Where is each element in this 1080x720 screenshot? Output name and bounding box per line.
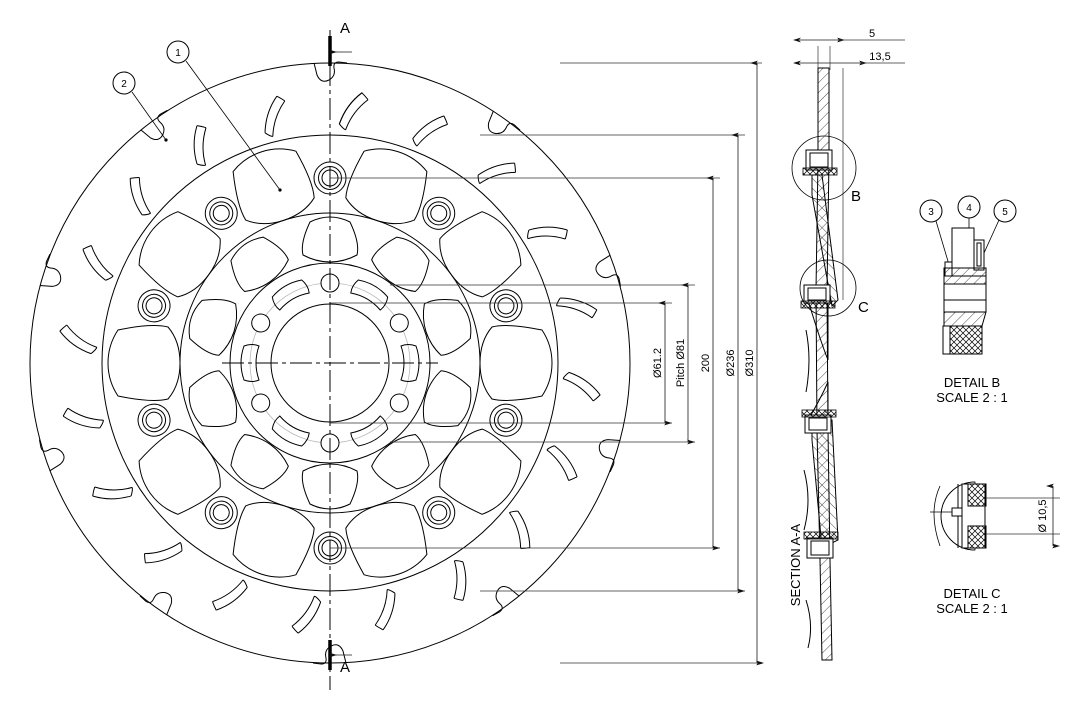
detail-b-geometry bbox=[942, 227, 987, 355]
dimension-bore: Ø61.2 bbox=[652, 300, 673, 426]
dimension-236: Ø236 bbox=[725, 132, 746, 594]
dimension-button-dia-text: Ø 10,5 bbox=[1037, 499, 1049, 532]
dimension-thickness-text: 5 bbox=[869, 28, 875, 40]
detail-c-geometry bbox=[930, 481, 987, 551]
dimension-overall-text: 13,5 bbox=[869, 51, 890, 63]
balloon-5-label: 5 bbox=[1002, 207, 1008, 218]
balloon-5: 5 bbox=[978, 199, 1017, 265]
section-label-top: A bbox=[340, 20, 350, 37]
section-thickness-dims: 5 13,5 bbox=[792, 28, 905, 300]
balloon-2-label: 2 bbox=[121, 79, 127, 90]
balloon-1: 1 bbox=[166, 40, 282, 192]
balloon-1-label: 1 bbox=[175, 48, 181, 59]
section-arrow-top: A bbox=[328, 20, 352, 66]
detail-b-scale: SCALE 2 : 1 bbox=[936, 390, 1008, 405]
detail-c-title: DETAIL C bbox=[943, 586, 1000, 601]
balloon-4: 4 bbox=[957, 195, 981, 262]
detail-c-dimension: Ø 10,5 bbox=[986, 483, 1061, 549]
dimension-310-text: Ø310 bbox=[744, 350, 756, 377]
dimension-pitch: Pitch Ø81 bbox=[675, 282, 696, 445]
detail-circle-b: B bbox=[791, 135, 861, 205]
detail-b-view: 3 4 5 bbox=[919, 195, 1017, 405]
dimension-pitch-text: Pitch Ø81 bbox=[675, 339, 687, 387]
hub-bolt-holes bbox=[251, 273, 409, 453]
detail-c-marker-label: C bbox=[858, 299, 869, 316]
dimension-bore-text: Ø61.2 bbox=[652, 348, 664, 378]
front-view-dimensions: Ø61.2 Pitch Ø81 200 Ø236 Ø310 bbox=[330, 60, 765, 666]
section-view-title: SECTION A-A bbox=[788, 524, 803, 607]
dimension-200: 200 bbox=[700, 175, 721, 551]
section-view: 5 13,5 bbox=[788, 28, 905, 661]
rotor-windows bbox=[107, 148, 553, 578]
balloon-2: 2 bbox=[112, 71, 168, 142]
dimension-200-text: 200 bbox=[700, 354, 712, 372]
detail-c-view: Ø 10,5 DETAIL C SCALE 2 : 1 bbox=[930, 481, 1061, 616]
section-arrow-bottom: A bbox=[328, 640, 352, 676]
detail-c-scale: SCALE 2 : 1 bbox=[936, 601, 1008, 616]
balloon-3-label: 3 bbox=[928, 207, 934, 218]
detail-b-marker-label: B bbox=[851, 188, 861, 205]
detail-circle-c: C bbox=[799, 259, 869, 317]
section-label-bottom: A bbox=[340, 659, 350, 676]
dimension-310: Ø310 bbox=[744, 60, 765, 666]
rotor-curved-slots bbox=[59, 92, 601, 634]
section-float-buttons bbox=[800, 149, 839, 559]
balloon-4-label: 4 bbox=[966, 203, 972, 214]
hub-relief-slots bbox=[240, 279, 420, 447]
dimension-236-text: Ø236 bbox=[725, 350, 737, 377]
detail-b-title: DETAIL B bbox=[944, 375, 1000, 390]
balloon-3: 3 bbox=[919, 199, 951, 269]
